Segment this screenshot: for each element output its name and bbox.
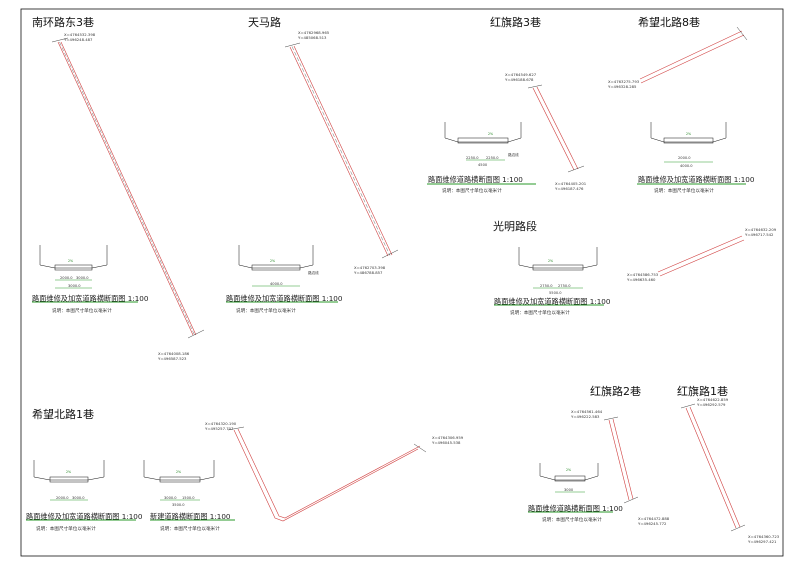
caption-nanhuan: 路面维修及加宽道路横断面图 1:100: [32, 294, 149, 303]
title-hongqi2: 红旗路2巷: [590, 385, 641, 398]
note-nanhuan: 说明：本图尺寸单位以毫米计: [52, 309, 112, 314]
dim-xiwang1-new-2: 1500.0: [182, 496, 195, 500]
title-nanhuan: 南环路东3巷: [32, 16, 94, 29]
dim-xiwang1-new-1: 3000.0: [164, 496, 177, 500]
dim-hongqi3-3: 4500: [478, 163, 488, 167]
lane-slope-guangming: 2%: [548, 259, 554, 263]
sheet-frame: [20, 8, 784, 557]
road-nanhuan-plan: [51, 37, 205, 339]
section-xiwang1: [26, 460, 235, 521]
title-xiwang8: 希望北路8巷: [638, 16, 700, 29]
caption-xiwang1-new: 新建道路横断面图 1:100: [150, 512, 231, 521]
dim-guangming-1: 2750.0: [540, 284, 553, 288]
title-tianma: 天马路: [248, 16, 281, 29]
title-hongqi3: 红旗路3巷: [490, 16, 541, 29]
dim-hongqi3-2: 2250.0: [486, 156, 499, 160]
road-xiwang1-plan: [227, 426, 427, 522]
note-xiwang1: 说明：本图尺寸单位以毫米计: [36, 527, 96, 532]
dim-guangming-2: 2750.0: [558, 284, 571, 288]
dim-hongqi3-1: 2250.0: [466, 156, 479, 160]
section-xiwang8: [637, 122, 746, 185]
caption-hongqi3: 路面维修道路横断面图 1:100: [428, 175, 523, 184]
caption-tianma: 路面维修及加宽道路横断面图 1:100: [226, 294, 343, 303]
caption-xiwang8: 路面维修及加宽道路横断面图 1:100: [638, 175, 755, 184]
lane-slope-hongqi2: 2%: [566, 468, 572, 472]
section-hongqi3: [427, 122, 536, 185]
title-xiwang1: 希望北路1巷: [32, 408, 94, 421]
road-hongqi3-plan: [527, 84, 585, 173]
note-xiwang1-new: 说明：本图尺寸单位以毫米计: [160, 527, 220, 532]
dim-xiwang1-new-3: 3500.0: [172, 503, 185, 507]
road-guangming-plan: [657, 235, 745, 277]
note-tianma: 说明：本图尺寸单位以毫米计: [236, 309, 296, 314]
lane-slope-tianma: 2%: [270, 259, 276, 263]
title-guangming: 光明路段: [493, 220, 537, 233]
note-hongqi2: 说明：本图尺寸单位以毫米计: [542, 518, 602, 523]
lane-slope-hongqi3: 2%: [488, 132, 494, 136]
note-guangming: 说明：本图尺寸单位以毫米计: [510, 311, 570, 316]
dim-nanhuan-2: 3000.0: [76, 276, 89, 280]
section-nanhuan: [32, 245, 138, 303]
caption-guangming: 路面维修及加宽道路横断面图 1:100: [494, 297, 611, 306]
dim-xiwang1-2: 3000.0: [72, 496, 85, 500]
lane-slope-xiwang8: 2%: [686, 132, 692, 136]
dim-nanhuan-1: 2000.0: [60, 276, 73, 280]
caption-xiwang1: 路面维修及加宽道路横断面图 1:100: [26, 512, 143, 521]
side-label-hongqi3: 路边线: [508, 153, 519, 157]
dim-hongqi2-1: 3000: [564, 488, 574, 492]
dim-xiwang8-1: 2000.0: [678, 156, 691, 160]
road-xiwang8-plan: [639, 26, 748, 84]
section-guangming: [494, 247, 604, 306]
section-tianma: [226, 245, 338, 303]
note-xiwang8: 说明：本图尺寸单位以毫米计: [654, 189, 714, 194]
dim-nanhuan-3: 3000.0: [68, 284, 81, 288]
title-hongqi1: 红旗路1巷: [677, 385, 728, 398]
lane-slope-xiwang1: 2%: [66, 470, 72, 474]
road-hongqi1-plan: [680, 403, 746, 532]
dim-tianma-1: 4000.0: [270, 282, 283, 286]
lane-slope-nanhuan: 2%: [68, 259, 74, 263]
road-hongqi2-plan: [603, 416, 639, 504]
dim-xiwang8-2: 4000.0: [680, 164, 693, 168]
caption-hongqi2: 路面维修道路横断面图 1:100: [528, 504, 623, 513]
side-label-tianma: 路边线: [308, 271, 319, 275]
section-hongqi2: [528, 463, 613, 513]
lane-slope-xiwang1-new: 2%: [176, 470, 182, 474]
dim-xiwang1-1: 2000.0: [56, 496, 69, 500]
dim-guangming-3: 5500.0: [549, 291, 562, 295]
road-tianma-plan: [284, 42, 399, 259]
note-hongqi3: 说明：本图尺寸单位以毫米计: [442, 189, 502, 194]
